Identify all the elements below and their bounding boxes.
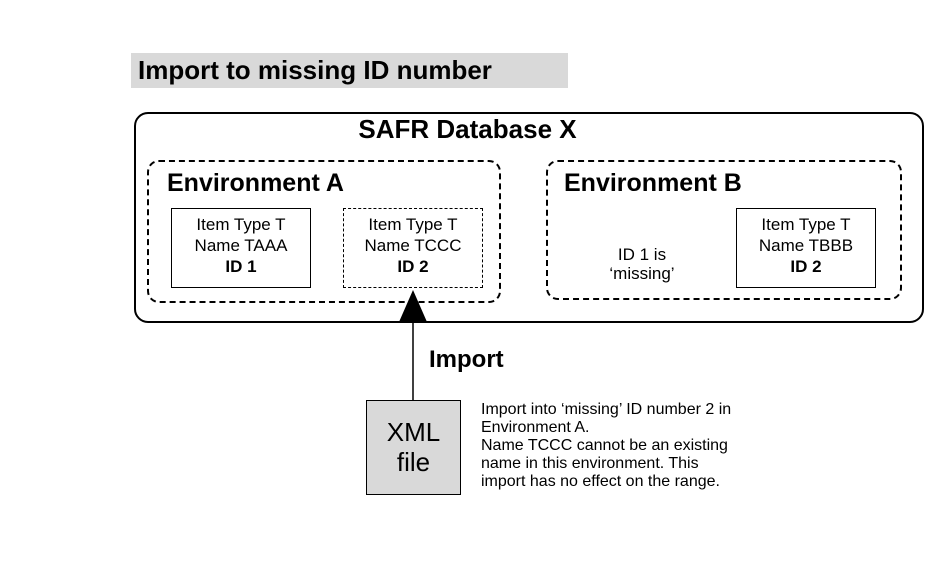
item-name-text: Name TAAA xyxy=(194,236,288,255)
item-type-text: Item Type T xyxy=(368,215,458,234)
note-line-5: import has no effect on the range. xyxy=(481,473,720,490)
item-taaa-box: Item Type T Name TAAA ID 1 xyxy=(171,208,311,288)
item-id-text: ID 2 xyxy=(397,257,429,276)
environment-b-label: Environment B xyxy=(564,169,742,197)
database-container xyxy=(134,112,924,323)
item-id-text: ID 2 xyxy=(790,257,822,276)
item-id-text: ID 1 xyxy=(225,257,257,276)
note-line-4: name in this environment. This xyxy=(481,455,699,472)
diagram-title: Import to missing ID number xyxy=(131,53,568,88)
missing-line-2: ‘missing’ xyxy=(609,264,675,283)
note-line-1: Import into ‘missing’ ID number 2 in xyxy=(481,401,732,418)
arrow-head-icon xyxy=(399,290,427,322)
missing-line-1: ID 1 is xyxy=(617,245,667,264)
note-line-2: Environment A. xyxy=(481,419,590,436)
item-tccc-box: Item Type T Name TCCC ID 2 xyxy=(343,208,483,288)
item-name-text: Name TBBB xyxy=(758,236,854,255)
item-type-text: Item Type T xyxy=(761,215,851,234)
item-tbbb-box: Item Type T Name TBBB ID 2 xyxy=(736,208,876,288)
import-note: Import into ‘missing’ ID number 2 in Env… xyxy=(481,401,841,491)
xml-file-line-2: file xyxy=(396,447,431,477)
environment-a-label: Environment A xyxy=(167,169,344,197)
environment-b-container xyxy=(546,160,902,300)
item-type-text: Item Type T xyxy=(196,215,286,234)
xml-file-line-1: XML xyxy=(386,417,441,447)
database-title: SAFR Database X xyxy=(358,114,577,144)
xml-file-box: XML file xyxy=(366,400,461,495)
import-label: Import xyxy=(429,346,504,373)
note-line-3: Name TCCC cannot be an existing xyxy=(481,437,728,454)
missing-id-note: ID 1 is ‘missing’ xyxy=(586,245,698,283)
environment-a-container xyxy=(147,160,501,303)
item-name-text: Name TCCC xyxy=(364,236,462,255)
